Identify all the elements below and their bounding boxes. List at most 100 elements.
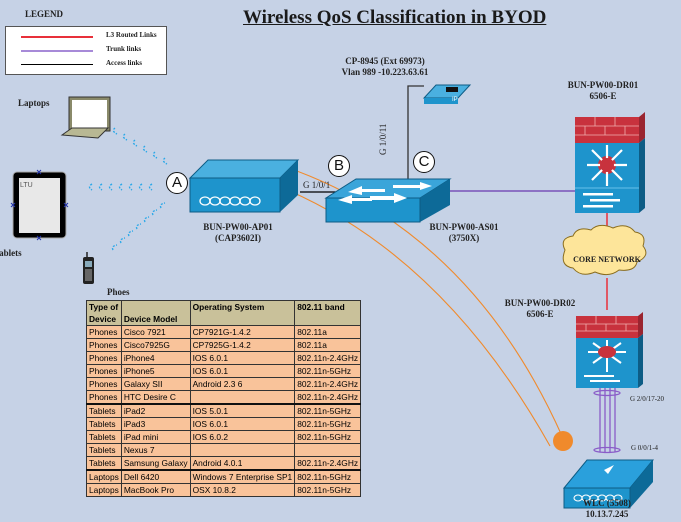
header-line: 802.11 band [297, 302, 345, 312]
cell-band: 802.11n-5GHz [294, 364, 362, 378]
cell-device-type: Tablets [86, 443, 122, 457]
cell-band: 802.11n-5GHz [294, 430, 362, 444]
ip-phone-screen-text: IP [452, 97, 458, 103]
header-line [124, 301, 188, 313]
callout-a: A [166, 172, 188, 194]
cell-operating-system: IOS 6.0.1 [189, 417, 296, 431]
core-network-label: CORE NETWORK [573, 255, 641, 264]
dr02-label: BUN-PW00-DR02 6506-E [500, 298, 580, 320]
cell-device-model: iPhone5 [120, 364, 191, 378]
access-switch-name: BUN-PW00-AS01 [429, 222, 499, 232]
header-line: Device [89, 314, 117, 324]
cell-operating-system: OSX 10.8.2 [189, 483, 296, 497]
cell-band: 802.11a [294, 325, 362, 339]
dr01-model: 6506-E [589, 91, 617, 101]
laptop-icon [60, 96, 111, 139]
cell-operating-system [189, 443, 296, 457]
cell-device-type: Phones [86, 377, 122, 391]
cell-device-type: Laptops [86, 469, 122, 484]
cell-device-type: Tablets [86, 430, 122, 444]
legend-swatch-red [21, 36, 93, 38]
cell-band: 802.11n-2.4GHz [294, 390, 362, 405]
legend-label: L3 Routed Links [106, 31, 157, 39]
phones-label: Phoes [107, 287, 130, 297]
access-switch-label: BUN-PW00-AS01 (3750X) [424, 222, 504, 244]
cell-device-model: Dell 6420 [120, 469, 191, 484]
header-line: Device Model [123, 314, 178, 324]
dr01-name: BUN-PW00-DR01 [567, 80, 639, 90]
tunnel-endpoint-wlc [553, 431, 573, 451]
dr01-label: BUN-PW00-DR01 6506-E [563, 80, 643, 102]
cell-device-model: iPad2 [120, 403, 191, 418]
callout-c: C [413, 151, 435, 173]
cell-device-type: Tablets [86, 403, 122, 418]
cell-band: 802.11n-2.4GHz [294, 351, 362, 365]
ip-phone-icon: IP [422, 84, 472, 104]
header-device-model: Device Model [120, 300, 191, 326]
cell-band: 802.11n-5GHz [294, 469, 362, 484]
cell-device-model: Galaxy SII [120, 377, 191, 391]
cell-band: 802.11a [294, 338, 362, 352]
access-point-icon [188, 159, 300, 213]
cell-operating-system: Windows 7 Enterprise SP1 [189, 469, 296, 484]
cell-band: 802.11n-5GHz [294, 403, 362, 418]
header-operating-system: Operating System [189, 300, 296, 326]
legend: L3 Routed Links Trunk links Access links [5, 26, 167, 75]
ap-model: (CAP3602I) [215, 233, 261, 243]
cell-device-type: Phones [86, 390, 122, 405]
page-title: Wireless QoS Classification in BYOD [243, 7, 547, 28]
ip-phone-vlan: Vlan 989 -10.223.63.61 [341, 67, 429, 77]
legend-item-access: Access links [6, 59, 166, 71]
tablets-label: Tablets [0, 248, 22, 258]
port-label-phone: G 1/0/11 [378, 123, 388, 155]
wlc-icon [562, 459, 655, 509]
ip-phone-name: CP-8945 (Ext 69973) [345, 56, 425, 66]
callout-b: B [328, 155, 350, 177]
tablet-screen-text: LTU [20, 182, 33, 189]
legend-swatch-purple [21, 50, 93, 52]
dr02-name: BUN-PW00-DR02 [504, 298, 576, 308]
cell-operating-system: CP7921G-1.4.2 [189, 325, 296, 339]
cell-band: 802.11n-2.4GHz [294, 377, 362, 391]
mobile-phone-icon [83, 252, 94, 284]
legend-item-trunk: Trunk links [6, 45, 166, 57]
ap-name: BUN-PW00-AP01 [203, 222, 273, 232]
dr02-model: 6506-E [526, 309, 554, 319]
cell-band: 802.11n-5GHz [294, 483, 362, 497]
cell-band: 802.11n-5GHz [294, 417, 362, 431]
cell-device-type: Laptops [86, 483, 122, 497]
header-type-of-device: Type of Device [86, 300, 122, 326]
laptops-label: Laptops [18, 98, 50, 108]
ap-label: BUN-PW00-AP01 (CAP3602I) [198, 222, 278, 244]
ip-phone-label: CP-8945 (Ext 69973) Vlan 989 -10.223.63.… [335, 56, 435, 78]
core-network-cloud-icon [562, 224, 647, 276]
access-switch-icon [324, 178, 452, 223]
cell-device-type: Phones [86, 338, 122, 352]
cell-device-model: Cisco 7921 [120, 325, 191, 339]
cell-device-type: Phones [86, 351, 122, 365]
cell-device-type: Phones [86, 364, 122, 378]
cell-operating-system: IOS 5.0.1 [189, 403, 296, 418]
cell-device-model: iPhone4 [120, 351, 191, 365]
legend-label: Access links [106, 59, 142, 67]
cell-operating-system: CP7925G-1.4.2 [189, 338, 296, 352]
header-line: Type of [89, 302, 119, 312]
wlc-ip: 10.13.7.245 [585, 509, 629, 519]
cell-device-model: Samsung Galaxy [120, 456, 191, 471]
tablet-icon: LTU [10, 169, 69, 241]
legend-title: LEGEND [25, 9, 64, 19]
cell-device-model: iPad3 [120, 417, 191, 431]
cell-band [294, 443, 362, 457]
legend-swatch-black [21, 64, 93, 65]
table-header-row: Type of Device Device Model Operating Sys… [86, 300, 362, 326]
capwap-tunnel [272, 165, 563, 447]
distribution-router-dr02-icon [576, 312, 643, 388]
legend-item-l3-routed: L3 Routed Links [6, 31, 166, 43]
